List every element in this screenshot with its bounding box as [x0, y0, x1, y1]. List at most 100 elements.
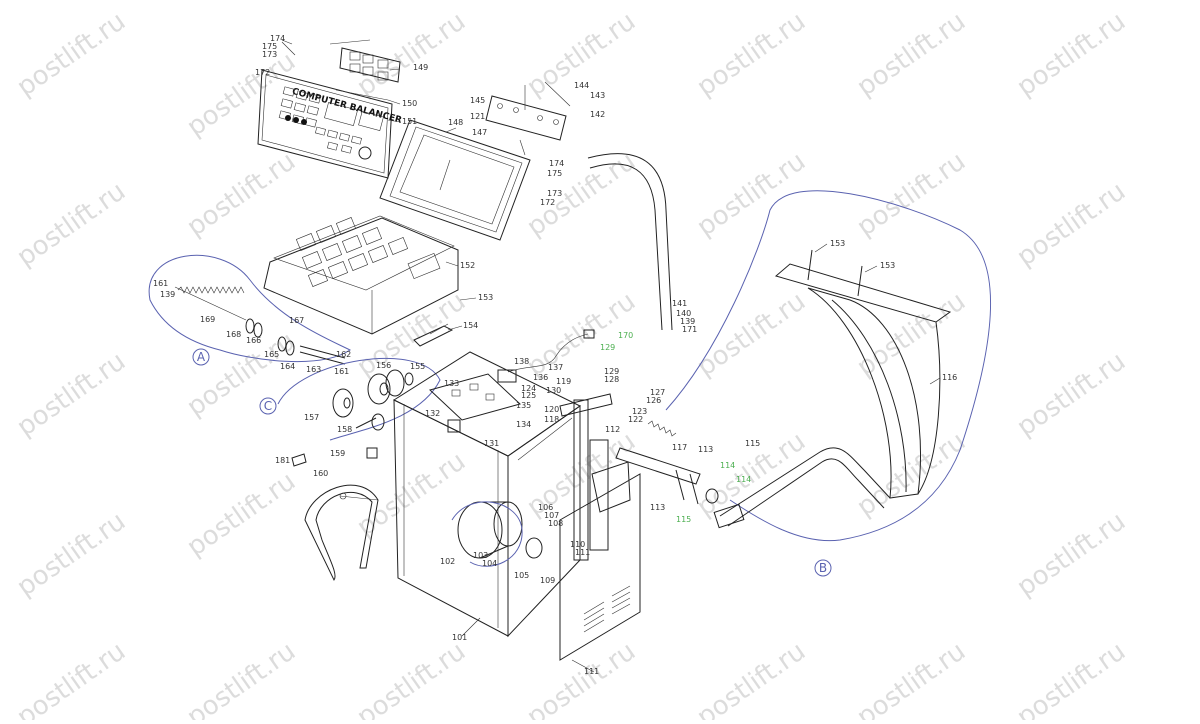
part-label: 153: [880, 261, 895, 270]
part-label: 128: [604, 375, 619, 384]
bracket-plate: [485, 81, 571, 156]
part-label: 159: [330, 449, 345, 458]
part-label: 173: [547, 189, 562, 198]
part-label: 175: [547, 169, 562, 178]
part-label: 138: [514, 357, 529, 366]
part-label: 111: [584, 667, 599, 676]
watermark-text: postlift.ru: [1012, 6, 1132, 102]
part-label: 119: [556, 377, 571, 386]
watermark-text: postlift.ru: [12, 506, 132, 602]
part-label: 122: [628, 415, 643, 424]
watermark-text: postlift.ru: [1012, 346, 1132, 442]
clip: [413, 323, 454, 347]
part-label: 132: [425, 409, 440, 418]
watermark-text: postlift.ru: [692, 146, 812, 242]
group-c-outline: [277, 357, 441, 467]
part-label: 120: [544, 405, 559, 414]
watermark-text: postlift.ru: [12, 6, 132, 102]
part-label: 158: [337, 425, 352, 434]
part-label: 106: [538, 503, 553, 512]
part-label: 151: [402, 117, 417, 126]
group-c-label: C: [264, 399, 272, 413]
watermark-text: postlift.ru: [852, 636, 972, 720]
part-label: 108: [548, 519, 563, 528]
part-label: 157: [304, 413, 319, 422]
watermark-text: postlift.ru: [1012, 176, 1132, 272]
part-label: 101: [452, 633, 467, 642]
part-label: 161: [153, 279, 168, 288]
part-label: 160: [313, 469, 328, 478]
part-label: 111: [575, 548, 590, 557]
part-label: 121: [470, 112, 485, 121]
part-label: 170: [618, 331, 633, 340]
part-label: 129: [604, 367, 619, 376]
watermark-text: postlift.ru: [182, 326, 302, 422]
part-label: 156: [376, 361, 391, 370]
part-label: 130: [546, 386, 561, 395]
watermark-text: postlift.ru: [12, 346, 132, 442]
panel-title: COMPUTER BALANCER: [291, 87, 403, 126]
part-label: 133: [444, 379, 459, 388]
part-label: 135: [516, 401, 531, 410]
hood-frame: [713, 249, 952, 529]
watermark-text: postlift.ru: [852, 426, 972, 522]
part-label: 166: [246, 336, 261, 345]
watermark-text: postlift.ru: [522, 146, 642, 242]
part-label: 162: [336, 350, 351, 359]
part-label: 107: [544, 511, 559, 520]
part-label: 173: [262, 50, 277, 59]
part-label: 127: [650, 388, 665, 397]
part-label: 117: [672, 443, 687, 452]
watermark-text: postlift.ru: [692, 636, 812, 720]
part-label: 153: [830, 239, 845, 248]
part-label: 155: [410, 362, 425, 371]
display-boards: [281, 39, 401, 101]
part-label: 163: [306, 365, 321, 374]
part-labels: 174 175 173 172 149 150 151 148 174 175 …: [153, 34, 957, 676]
part-label: 144: [574, 81, 589, 90]
part-label: 113: [650, 503, 665, 512]
watermark-text: postlift.ru: [182, 46, 302, 142]
watermark-text: postlift.ru: [1012, 506, 1132, 602]
watermark-text: postlift.ru: [182, 466, 302, 562]
display-housing: [379, 119, 531, 241]
part-label: 115: [745, 439, 760, 448]
watermark-text: postlift.ru: [852, 146, 972, 242]
part-label: 153: [478, 293, 493, 302]
part-label: 109: [540, 576, 555, 585]
spring-hinge: [615, 420, 719, 505]
part-label: 125: [521, 391, 536, 400]
watermark-text: postlift.ru: [12, 176, 132, 272]
part-label: 104: [482, 559, 497, 568]
part-label: 129: [600, 343, 615, 352]
group-b-outline: [665, 190, 991, 542]
part-label: 112: [605, 425, 620, 434]
group-c-callout: C: [259, 397, 277, 415]
watermark-text: postlift.ru: [352, 636, 472, 720]
watermark-text: postlift.ru: [1012, 636, 1132, 720]
part-label: 113: [698, 445, 713, 454]
watermark-text: postlift.ru: [692, 6, 812, 102]
accessory-tray: [263, 215, 459, 335]
part-label: 145: [470, 96, 485, 105]
part-label: 152: [460, 261, 475, 270]
part-label: 167: [289, 316, 304, 325]
part-label: 168: [226, 330, 241, 339]
part-label: 140: [676, 309, 691, 318]
group-a-label: A: [197, 350, 206, 364]
part-label: 131: [484, 439, 499, 448]
group-a-outline: [148, 254, 351, 365]
part-label: 175: [262, 42, 277, 51]
part-label: 137: [548, 363, 563, 372]
part-label: 174: [270, 34, 285, 43]
part-label: 102: [440, 557, 455, 566]
part-label: 114: [720, 461, 735, 470]
hood-arm: [304, 484, 379, 581]
part-label: 105: [514, 571, 529, 580]
group-b-callout: B: [814, 559, 832, 577]
circuit-board: [429, 369, 521, 433]
part-label: 143: [590, 91, 605, 100]
part-label: 116: [942, 373, 957, 382]
